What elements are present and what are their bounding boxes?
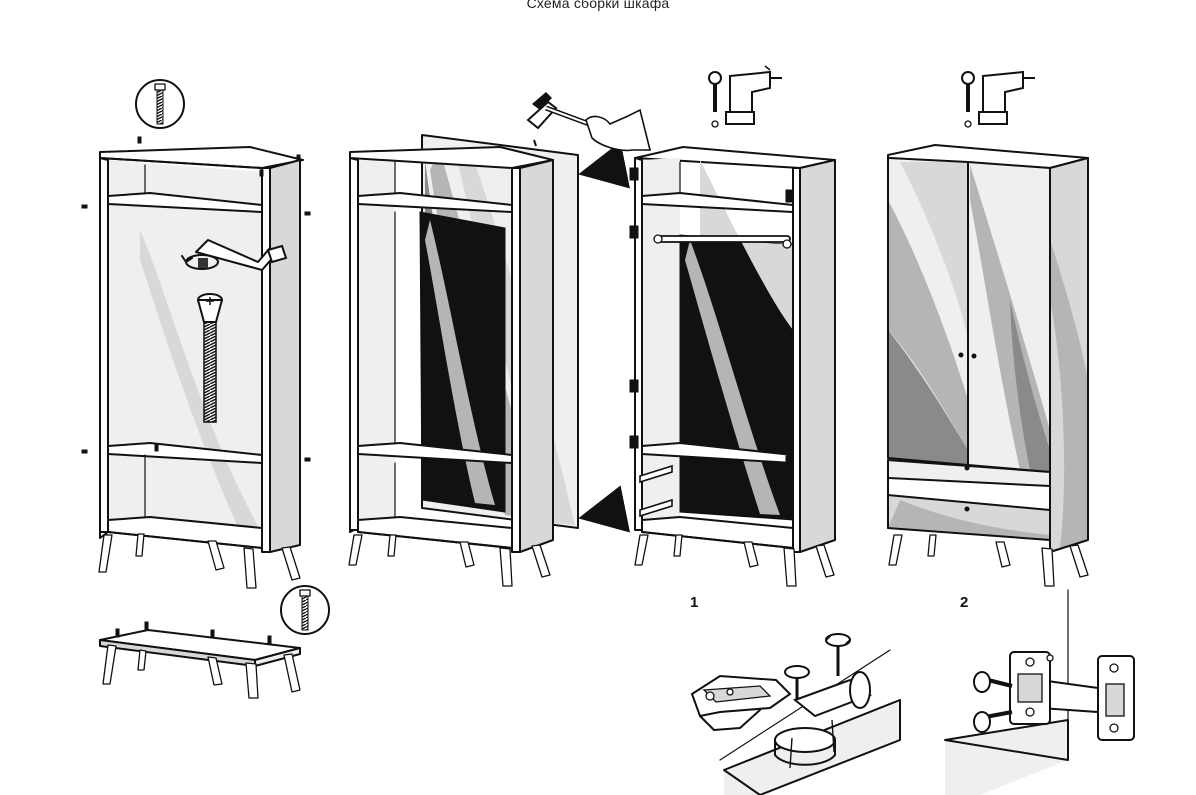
- hammer-icon: [526, 92, 652, 152]
- cabinet-hinge-step: [629, 65, 836, 587]
- step-label-door: 2: [960, 594, 969, 611]
- drill-icon: [725, 65, 782, 125]
- arrow-icon: [578, 141, 631, 533]
- confirmat-bolt: [197, 293, 223, 423]
- screwdriver-icon: [708, 71, 722, 128]
- cabinet-back-panel-step: [348, 92, 652, 587]
- hinge-detail-2: [944, 589, 1135, 795]
- hinge-detail-1: [690, 633, 901, 795]
- rotate-icon: [181, 254, 219, 270]
- allen-key-icon: [195, 239, 288, 271]
- cabinet-frame-step: [81, 79, 311, 589]
- screw-icon: [135, 79, 185, 129]
- screw-icon: [280, 585, 330, 635]
- diagram-title: Схема сборки шкафа: [526, 0, 670, 11]
- screwdriver-icon: [961, 71, 975, 128]
- cabinet-final-step: [887, 70, 1089, 587]
- drill-icon: [978, 70, 1035, 125]
- base-plinth: [99, 585, 330, 699]
- step-label-hinge: 1: [690, 594, 699, 611]
